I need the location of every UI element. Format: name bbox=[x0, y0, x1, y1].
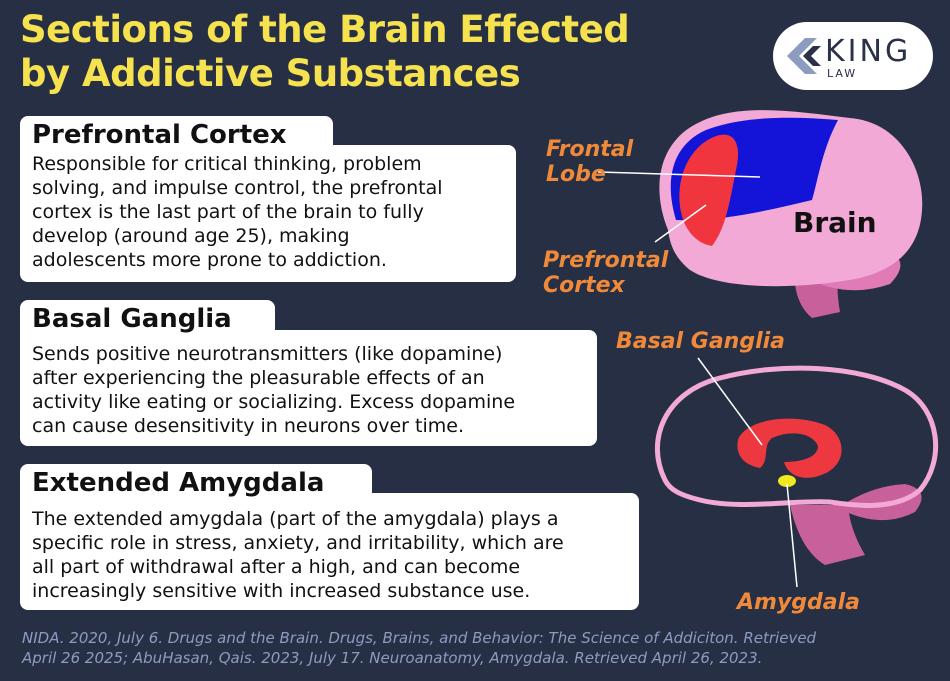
chevron-k-logo-icon bbox=[787, 38, 821, 74]
basal-ganglia-label: Basal Ganglia bbox=[616, 329, 785, 354]
sagittal-brain-outline bbox=[654, 365, 939, 508]
page-title-line-2: by Addictive Substances bbox=[20, 52, 521, 95]
prefrontal-cortex-label: Prefrontal Cortex bbox=[543, 248, 668, 298]
label-line: Cortex bbox=[543, 273, 625, 298]
label-line: Prefrontal bbox=[543, 248, 669, 273]
side-brain-diagram bbox=[597, 110, 923, 318]
frontal-lobe-label: Frontal Lobe bbox=[546, 137, 633, 187]
description-line: The extended amygdala (part of the amygd… bbox=[32, 508, 559, 530]
description-line: develop (around age 25), making bbox=[32, 225, 350, 247]
frontal-lobe-pointer bbox=[597, 171, 761, 178]
prefrontal-description: Responsible for critical thinking, probl… bbox=[32, 152, 443, 272]
amygdala-card bbox=[20, 493, 639, 610]
basal-ganglia-pointer bbox=[697, 357, 763, 446]
logo-subtitle: LAW bbox=[827, 67, 858, 80]
description-line: Responsible for critical thinking, probl… bbox=[32, 153, 422, 175]
sagittal-cerebellum bbox=[838, 484, 922, 521]
amygdala-region bbox=[778, 475, 796, 487]
label-line: Frontal bbox=[546, 137, 634, 162]
amygdala-heading: Extended Amygdala bbox=[32, 468, 325, 498]
description-line: increasingly sensitive with increased su… bbox=[32, 580, 531, 602]
description-line: solving, and impulse control, the prefro… bbox=[32, 177, 443, 199]
basal-description: Sends positive neurotransmitters (like d… bbox=[32, 342, 515, 438]
amygdala-description: The extended amygdala (part of the amygd… bbox=[32, 507, 564, 603]
citation-line: April 26 2025; AbuHasan, Qais. 2023, Jul… bbox=[22, 649, 763, 667]
sagittal-brainstem bbox=[790, 505, 865, 565]
description-line: specific role in stress, anxiety, and ir… bbox=[32, 532, 564, 554]
citation-line: NIDA. 2020, July 6. Drugs and the Brain.… bbox=[22, 629, 817, 647]
basal-ganglia-region bbox=[737, 418, 842, 478]
page-title: Sections of the Brain Effected by Addict… bbox=[20, 8, 630, 96]
basal-heading: Basal Ganglia bbox=[32, 304, 232, 334]
description-line: cortex is the last part of the brain to … bbox=[32, 201, 424, 223]
basal-card bbox=[20, 330, 597, 446]
label-line: Lobe bbox=[546, 162, 606, 187]
prefrontal-heading: Prefrontal Cortex bbox=[32, 120, 287, 150]
prefrontal-cortex-pointer bbox=[654, 204, 707, 243]
sagittal-brain-diagram bbox=[654, 357, 939, 588]
prefrontal-card bbox=[20, 145, 516, 282]
page-title-line-1: Sections of the Brain Effected bbox=[20, 8, 630, 51]
amygdala-pointer bbox=[786, 483, 798, 588]
brain-label: Brain bbox=[793, 206, 877, 239]
description-line: activity like eating or socializing. Exc… bbox=[32, 391, 516, 413]
description-line: Sends positive neurotransmitters (like d… bbox=[32, 343, 503, 365]
description-line: can cause desensitivity in neurons over … bbox=[32, 415, 464, 437]
logo-wordmark: KING bbox=[825, 34, 912, 69]
amygdala-label: Amygdala bbox=[737, 590, 861, 615]
description-line: after experiencing the pleasurable effec… bbox=[32, 367, 485, 389]
description-line: all part of withdrawal after a high, and… bbox=[32, 556, 521, 578]
citation: NIDA. 2020, July 6. Drugs and the Brain.… bbox=[22, 628, 937, 668]
description-line: adolescents more prone to addiction. bbox=[32, 249, 387, 271]
prefrontal-cortex-region bbox=[679, 134, 739, 246]
king-law-logo: KING LAW bbox=[773, 22, 933, 90]
